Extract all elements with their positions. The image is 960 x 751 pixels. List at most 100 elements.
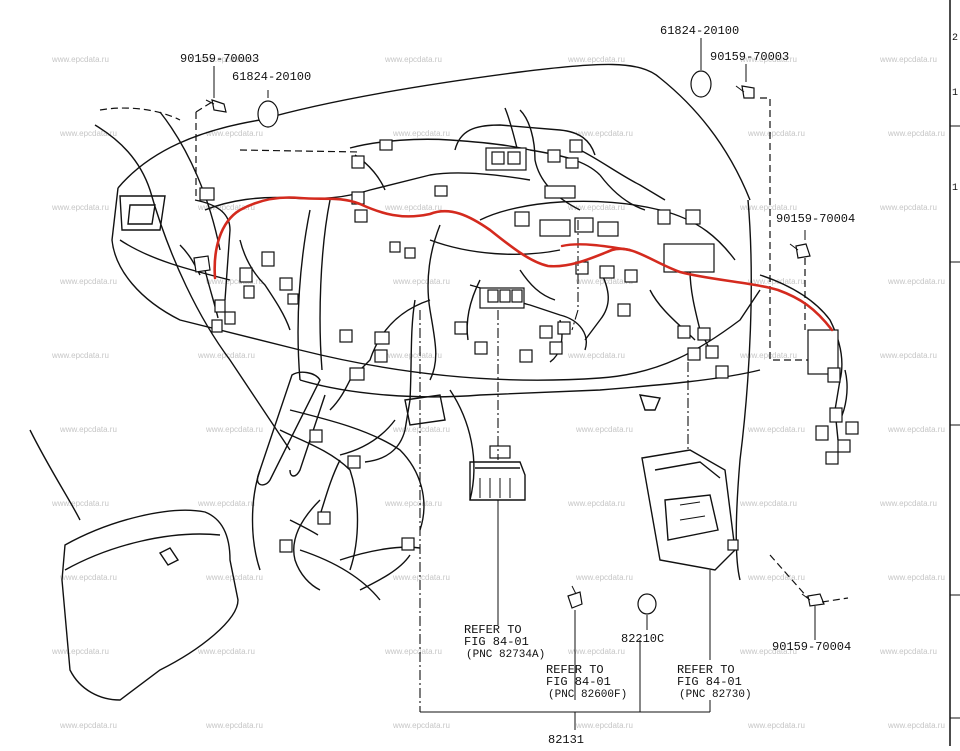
- connector: [317, 511, 331, 525]
- connector: [211, 319, 223, 333]
- watermark-text: www.epcdata.ru: [739, 351, 797, 360]
- connector: [487, 289, 499, 303]
- watermark-text: www.epcdata.ru: [747, 573, 805, 582]
- watermark-text: www.epcdata.ru: [747, 425, 805, 434]
- plug-icon: [637, 593, 657, 615]
- plug-icon: [257, 100, 279, 128]
- connector: [565, 157, 579, 169]
- part-label-plug-top-right: 61824-20100: [660, 24, 739, 38]
- watermark-text: www.epcdata.ru: [887, 573, 945, 582]
- highlighted-harness-route: [213, 196, 834, 332]
- watermark-text: www.epcdata.ru: [205, 425, 263, 434]
- watermark-text: www.epcdata.ru: [384, 351, 442, 360]
- watermark-text: www.epcdata.ru: [392, 721, 450, 730]
- part-label-clip-top-right: 90159-70003: [710, 50, 789, 64]
- connector: [597, 221, 619, 237]
- watermark-text: www.epcdata.ru: [747, 721, 805, 730]
- connector: [491, 151, 505, 165]
- leader-lines: [195, 38, 849, 730]
- connector: [827, 367, 841, 383]
- connector: [829, 407, 843, 423]
- connector: [547, 149, 561, 163]
- connector: [349, 367, 365, 381]
- connector: [807, 329, 839, 375]
- part-label-plug-top-left: 61824-20100: [232, 70, 311, 84]
- watermark-text: www.epcdata.ru: [739, 499, 797, 508]
- watermark-text: www.epcdata.ru: [879, 203, 937, 212]
- connector: [374, 331, 390, 345]
- watermark-text: www.epcdata.ru: [205, 277, 263, 286]
- watermark-text: www.epcdata.ru: [51, 203, 109, 212]
- connector: [837, 439, 851, 453]
- watermark-text: www.epcdata.ru: [575, 721, 633, 730]
- connectors: [199, 139, 859, 553]
- clip-icon: [567, 585, 583, 609]
- connector: [474, 341, 488, 355]
- connector: [544, 185, 576, 199]
- watermark-text: www.epcdata.ru: [567, 203, 625, 212]
- watermark-text: www.epcdata.ru: [197, 203, 255, 212]
- watermark-text: www.epcdata.ru: [567, 499, 625, 508]
- watermark-text: www.epcdata.ru: [575, 129, 633, 138]
- connector: [574, 217, 594, 233]
- highlighted-harness-branch: [560, 243, 632, 252]
- watermark-text: www.epcdata.ru: [51, 55, 109, 64]
- watermark-text: www.epcdata.ru: [887, 425, 945, 434]
- dashboard-outline: [94, 63, 761, 601]
- watermark-text: www.epcdata.ru: [887, 277, 945, 286]
- connector: [199, 187, 215, 201]
- fasteners: [193, 70, 825, 615]
- watermark-text: www.epcdata.ru: [384, 499, 442, 508]
- watermark-text: www.epcdata.ru: [197, 647, 255, 656]
- watermark-text: www.epcdata.ru: [567, 351, 625, 360]
- reference-c-line1: REFER TO: [677, 663, 735, 677]
- watermark-text: www.epcdata.ru: [384, 203, 442, 212]
- watermark-layer: www.epcdata.ru www.epcdata.ru www.epcdata.…: [51, 55, 945, 730]
- connector: [401, 537, 415, 551]
- watermark-text: www.epcdata.ru: [59, 129, 117, 138]
- connector: [511, 289, 523, 303]
- watermark-text: www.epcdata.ru: [59, 277, 117, 286]
- connector: [599, 265, 615, 279]
- connector: [815, 425, 829, 441]
- connector: [243, 285, 255, 299]
- reference-b-line1: REFER TO: [546, 663, 604, 677]
- watermark-text: www.epcdata.ru: [879, 499, 937, 508]
- watermark-text: www.epcdata.ru: [879, 351, 937, 360]
- watermark-text: www.epcdata.ru: [384, 55, 442, 64]
- part-label-clip-bottom-right: 90159-70004: [772, 640, 851, 654]
- reference-b-line2: FIG 84-01: [546, 675, 611, 689]
- edge-mark-3: 1: [952, 183, 958, 194]
- connector: [569, 139, 583, 153]
- connector: [224, 311, 236, 325]
- watermark-text: www.epcdata.ru: [879, 55, 937, 64]
- watermark-text: www.epcdata.ru: [384, 647, 442, 656]
- watermark-text: www.epcdata.ru: [567, 647, 625, 656]
- watermark-text: www.epcdata.ru: [51, 647, 109, 656]
- watermark-text: www.epcdata.ru: [739, 647, 797, 656]
- part-label-clip-right-mid: 90159-70004: [776, 212, 855, 226]
- reference-a-line1: REFER TO: [464, 623, 522, 637]
- connector: [454, 321, 468, 335]
- connector: [404, 247, 416, 259]
- connector: [434, 185, 448, 197]
- watermark-text: www.epcdata.ru: [59, 721, 117, 730]
- edge-mark-2: 1: [952, 88, 958, 99]
- watermark-text: www.epcdata.ru: [739, 55, 797, 64]
- connector: [845, 421, 859, 435]
- connector: [539, 219, 571, 237]
- connector: [347, 455, 361, 469]
- connector: [339, 329, 353, 343]
- watermark-text: www.epcdata.ru: [392, 277, 450, 286]
- part-label-clip-top-left: 90159-70003: [180, 52, 259, 66]
- reference-c-line2: FIG 84-01: [677, 675, 742, 689]
- clip-icon: [205, 99, 227, 113]
- plug-icon: [690, 70, 712, 98]
- watermark-text: www.epcdata.ru: [51, 499, 109, 508]
- connector: [287, 293, 299, 305]
- connector: [351, 155, 365, 169]
- connector: [697, 327, 711, 341]
- connector: [519, 349, 533, 363]
- connector: [624, 269, 638, 283]
